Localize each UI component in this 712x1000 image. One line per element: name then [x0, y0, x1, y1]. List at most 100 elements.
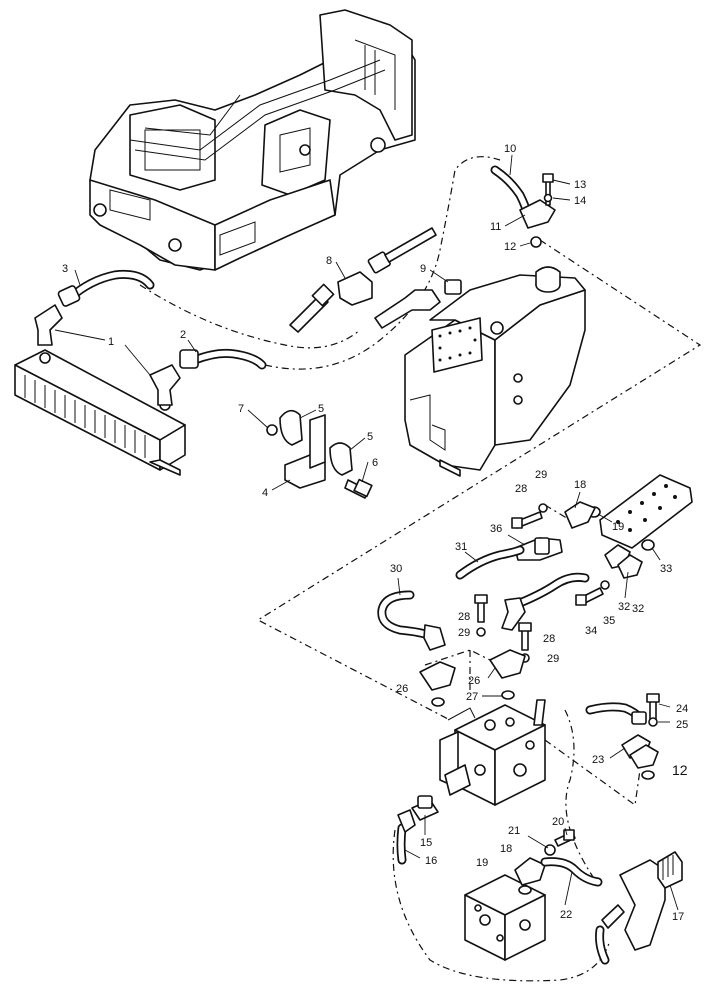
pump-port-2: [519, 919, 531, 931]
tank-panel-bolts: [438, 326, 477, 362]
callout-28a: 28: [515, 483, 527, 495]
bolt-13-head: [542, 173, 554, 183]
lower-fitting-assembly: [396, 795, 439, 865]
callout-20: 20: [552, 816, 564, 828]
callout-19b: 19: [476, 857, 488, 869]
callout-2: 2: [180, 329, 186, 341]
connector-17: [657, 851, 683, 889]
leader-8: [335, 261, 346, 279]
valve-link-rod: [447, 707, 476, 721]
elbow-32: [501, 597, 526, 631]
callout-31: 31: [455, 541, 467, 553]
valve-spool-cap: [444, 764, 471, 796]
callout-12: 12: [504, 241, 516, 253]
frame-front-beam: [89, 179, 216, 271]
leader-lines: [54, 154, 679, 911]
leader-26: [487, 667, 496, 679]
callout-4: 4: [262, 487, 268, 499]
cooler-fins: [24, 375, 146, 458]
bolt-34-head: [575, 594, 587, 606]
elbow-1-upper: [34, 304, 63, 346]
callout-7: 7: [238, 403, 244, 415]
hose-3-nut: [57, 285, 81, 307]
fitting-8-long: [384, 227, 437, 263]
fitting-8-nut: [311, 283, 335, 307]
leader-13: [552, 179, 571, 185]
callout-32b: 32: [632, 603, 644, 615]
bolt-24-head: [646, 693, 660, 703]
gasket-hole: [640, 501, 644, 505]
front-frame: [89, 9, 416, 271]
callout-19a: 19: [612, 521, 624, 533]
bottom-pump-assembly: [464, 829, 683, 965]
hose-17-lower-inner: [596, 927, 608, 963]
clamp-bracket: [266, 409, 373, 499]
leader-18: [574, 491, 581, 509]
dash-line-g: [564, 709, 596, 881]
callout-36: 36: [490, 523, 502, 535]
frame-side-plate: [214, 179, 336, 271]
cooler-port-1: [39, 352, 51, 364]
tank-filler-neck: [535, 266, 561, 285]
tank-step-detail: [409, 394, 446, 451]
callout-5b: 5: [367, 431, 373, 443]
washer-7: [266, 424, 278, 436]
valve-port-3: [513, 763, 527, 777]
elbow-30: [423, 624, 446, 651]
hose-outlet-nut: [631, 711, 647, 725]
leader-17: [669, 884, 679, 911]
callout-29c: 29: [547, 653, 559, 665]
leader-19: [597, 513, 613, 523]
leader-1b: [54, 329, 106, 341]
callout-3: 3: [62, 263, 68, 275]
dash-line-h: [544, 739, 641, 807]
leader-2: [187, 339, 197, 353]
elbow-1-lower: [149, 364, 181, 406]
hose-3-inner: [67, 271, 153, 301]
leader-30: [397, 577, 401, 596]
washer-14: [543, 193, 553, 203]
frame-window-3: [219, 221, 256, 256]
clamp-18a: [564, 501, 596, 529]
gasket-hole: [658, 506, 662, 510]
fitting-8-stem: [289, 294, 329, 333]
leader-33: [651, 547, 661, 561]
callout-21: 21: [508, 825, 520, 837]
o-ring-27a: [431, 697, 445, 707]
callout-17: 17: [672, 911, 684, 923]
leader-23: [609, 747, 626, 759]
adapter-36-nut: [534, 537, 550, 555]
gasket-hole: [628, 528, 632, 532]
leader-1: [124, 344, 151, 376]
connector-17-ribs: [662, 855, 674, 880]
valve-port-4: [474, 764, 486, 776]
leader-7: [247, 409, 269, 429]
panel-bolt: [438, 334, 442, 338]
dash-line-f: [544, 504, 571, 521]
callout-9: 9: [420, 263, 426, 275]
callout-29b: 29: [458, 627, 470, 639]
hose-17-end: [601, 904, 625, 929]
dash-line-c: [256, 239, 702, 721]
callout-23: 23: [592, 754, 604, 766]
callout-25: 25: [676, 719, 688, 731]
valve-outlet-hose: [585, 693, 660, 780]
clamp-5-upper: [279, 409, 303, 446]
leader-10: [509, 154, 513, 176]
panel-bolt: [458, 329, 462, 333]
callout-10: 10: [504, 143, 516, 155]
gasket-hole: [643, 518, 647, 522]
hose-31-inner: [457, 547, 523, 578]
gasket-hole: [664, 484, 668, 488]
o-ring-12b: [641, 770, 655, 780]
callout-27: 27: [466, 691, 478, 703]
cooler-hoses: [34, 270, 267, 406]
valve-port-1: [484, 719, 496, 731]
leader-20: [564, 827, 568, 836]
leader-4: [271, 479, 291, 491]
callout-18a: 18: [574, 479, 586, 491]
leader-32: [624, 571, 629, 599]
callout-13: 13: [574, 179, 586, 191]
frame-pipe-run-1: [129, 59, 381, 151]
frame-window-2: [279, 127, 311, 173]
